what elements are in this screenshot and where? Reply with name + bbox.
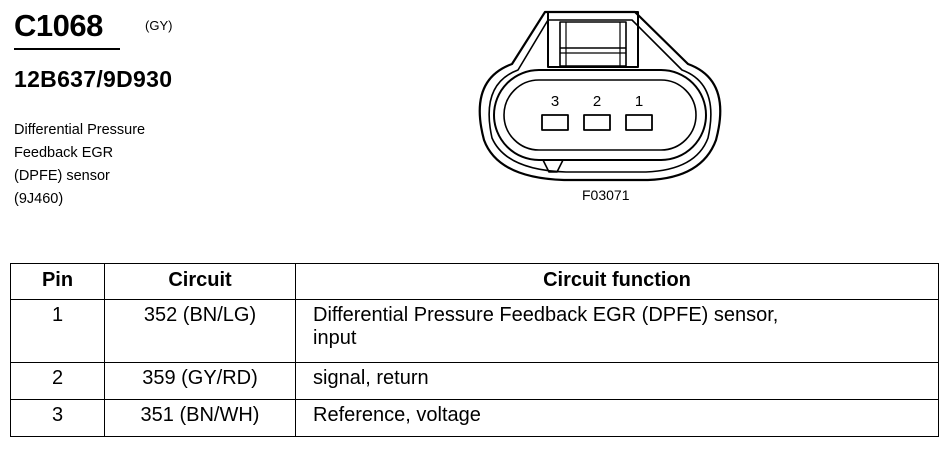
component-description: Differential Pressure Feedback EGR (DPFE… bbox=[14, 122, 146, 207]
table-row: 3 351 (BN/WH) Reference, voltage bbox=[10, 399, 939, 437]
function-cell: Reference, voltage bbox=[295, 399, 939, 437]
column-header-pin: Pin bbox=[10, 263, 105, 300]
part-number: 12B637/9D930 bbox=[14, 66, 173, 92]
pin-cell: 3 bbox=[10, 399, 105, 437]
terminal-body-inner bbox=[503, 79, 697, 151]
circuit-cell: 359 (GY/RD) bbox=[104, 362, 296, 400]
pin-label-1: 1 bbox=[635, 93, 643, 110]
terminal-body-outer bbox=[493, 69, 707, 161]
pin-socket-1 bbox=[625, 114, 653, 131]
connector-face-diagram: 3 2 1 bbox=[478, 10, 722, 182]
connector-id-underline bbox=[14, 48, 120, 50]
function-cell: signal, return bbox=[295, 362, 939, 400]
pinout-table: Pin Circuit Circuit function 1 352 (BN/L… bbox=[10, 263, 939, 437]
column-header-circuit: Circuit bbox=[104, 263, 296, 300]
circuit-cell: 352 (BN/LG) bbox=[104, 299, 296, 363]
latch-inner bbox=[559, 21, 627, 67]
table-row: 1 352 (BN/LG) Differential Pressure Feed… bbox=[10, 299, 939, 363]
latch-outer bbox=[547, 11, 639, 68]
pin-cell: 2 bbox=[10, 362, 105, 400]
circuit-cell: 351 (BN/WH) bbox=[104, 399, 296, 437]
housing-outer-outline bbox=[478, 10, 722, 182]
table-header-row: Pin Circuit Circuit function bbox=[10, 263, 939, 300]
function-cell: Differential Pressure Feedback EGR (DPFE… bbox=[295, 299, 939, 363]
table-row: 2 359 (GY/RD) signal, return bbox=[10, 362, 939, 400]
pin-socket-3 bbox=[541, 114, 569, 131]
pin-cell: 1 bbox=[10, 299, 105, 363]
housing-inner-outline bbox=[488, 19, 712, 173]
pin-label-2: 2 bbox=[593, 93, 601, 110]
pin-label-3: 3 bbox=[551, 93, 559, 110]
pin-socket-2 bbox=[583, 114, 611, 131]
column-header-function: Circuit function bbox=[295, 263, 939, 300]
connector-id: C1068 bbox=[14, 8, 103, 43]
keying-notch bbox=[542, 159, 564, 173]
figure-code: F03071 bbox=[582, 187, 630, 203]
connector-color-code: (GY) bbox=[145, 18, 173, 33]
